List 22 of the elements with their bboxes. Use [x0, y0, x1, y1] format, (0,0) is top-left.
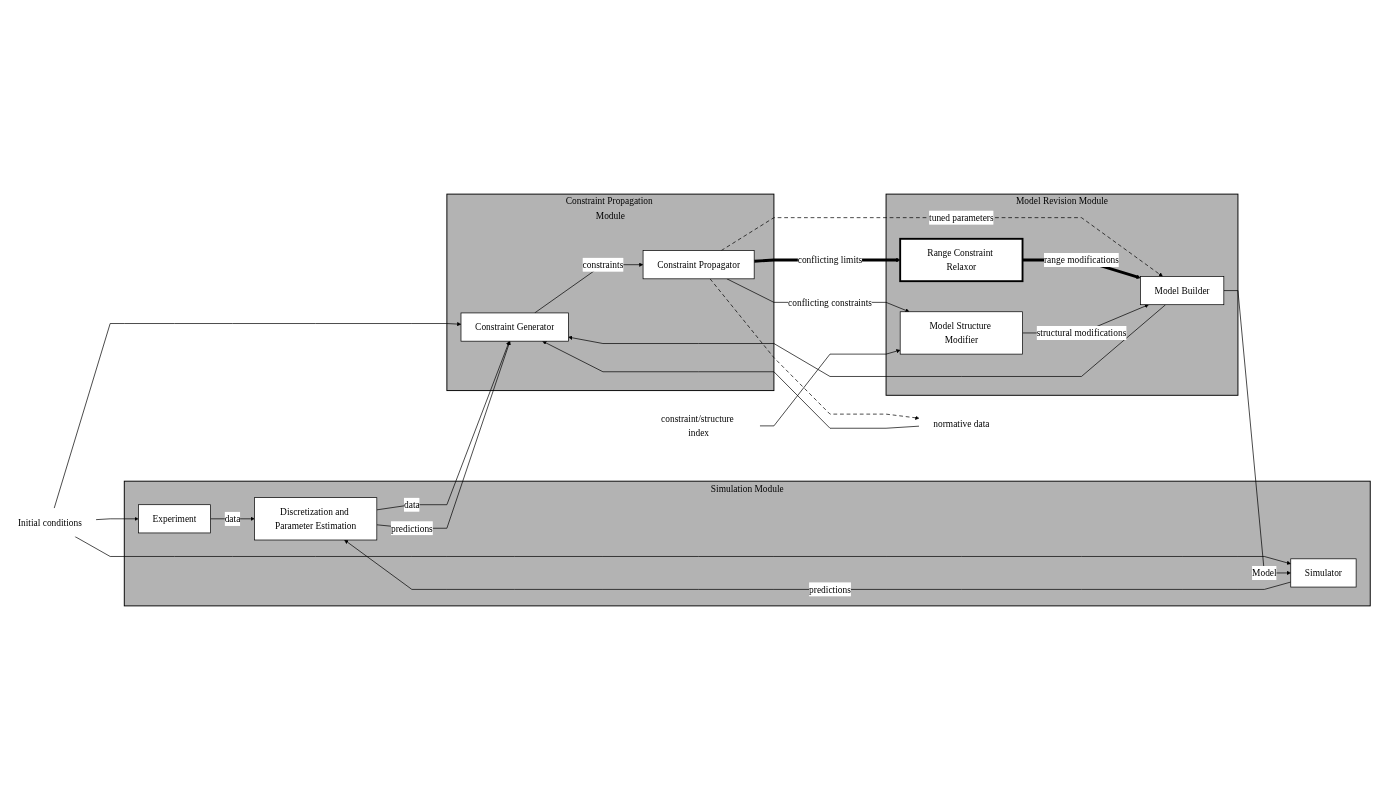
node-box: Range Constraint Relaxor: [899, 237, 1024, 283]
edge-label: structural modifications: [1036, 327, 1127, 339]
edge-label: conflicting limits: [797, 254, 863, 266]
edge-label: Model: [1252, 567, 1277, 579]
node-box: Discretization and Parameter Estimation: [254, 497, 378, 541]
edge-label: data: [404, 499, 420, 510]
node-text: Initial conditions: [17, 517, 82, 528]
node-text: constraint/structure index: [661, 413, 734, 439]
node-box: Constraint Propagator: [642, 250, 755, 280]
node-box: Simulator: [1290, 558, 1357, 588]
edge-label: tuned parameters: [929, 212, 994, 223]
node-box: Experiment: [138, 504, 211, 534]
edge-label: data: [224, 513, 241, 524]
node-box: Model Structure Modifier: [899, 311, 1023, 355]
edge-label: range modifications: [1043, 254, 1119, 266]
edge-label: conflicting constraints: [788, 297, 872, 308]
node-box: Model Builder: [1140, 276, 1225, 306]
node-box: Constraint Generator: [460, 312, 569, 342]
edge-label: constraints: [582, 259, 624, 270]
node-text: normative data: [933, 418, 990, 429]
edge-label: predictions: [809, 584, 851, 595]
edge-label: predictions: [390, 523, 433, 534]
